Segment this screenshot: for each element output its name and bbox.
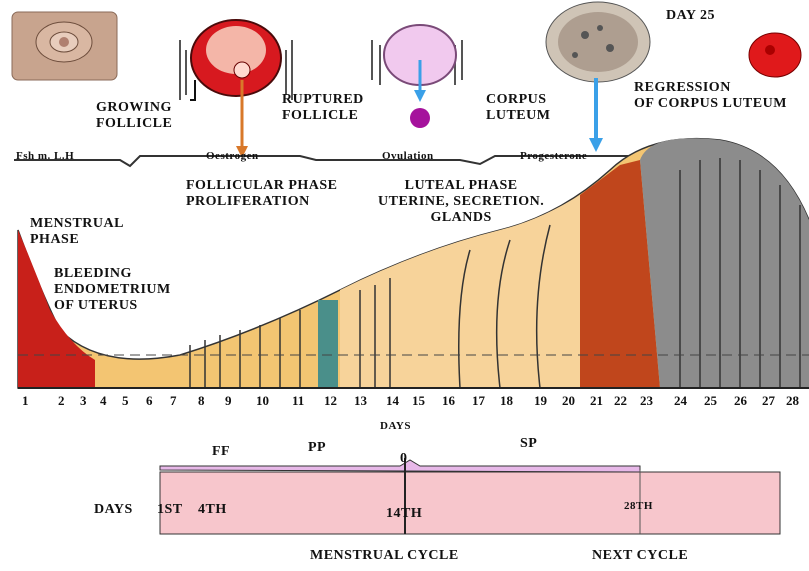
ovary-early-icon xyxy=(12,12,117,80)
ruptured-follicle-icon xyxy=(372,25,462,128)
day-tick: 15 xyxy=(412,393,425,409)
phase-o-label: 0 xyxy=(400,451,408,467)
day-tick: 16 xyxy=(442,393,455,409)
day-tick: 12 xyxy=(324,393,337,409)
progesterone-label: Progesterone xyxy=(520,150,587,163)
day-tick: 28 xyxy=(786,393,799,409)
cycle-14th-label: 14TH xyxy=(386,506,422,522)
day-tick: 24 xyxy=(674,393,687,409)
growing-follicle-label: GROWING FOLLICLE xyxy=(96,100,172,132)
day-tick: 25 xyxy=(704,393,717,409)
cycle-bar xyxy=(160,472,780,534)
day-tick: 2 xyxy=(58,393,65,409)
day-tick: 6 xyxy=(146,393,153,409)
ruptured-follicle-label: RUPTURED FOLLICLE xyxy=(282,92,364,124)
growing-follicle-icon xyxy=(180,20,292,100)
day-25-label: DAY 25 xyxy=(666,8,715,24)
follicular-phase-label: FOLLICULAR PHASE PROLIFERATION xyxy=(186,178,338,210)
corpus-luteum-icon xyxy=(546,2,650,82)
cycle-4th-label: 4TH xyxy=(198,502,227,518)
phase-ff-label: FF xyxy=(212,444,230,460)
phase-sp-label: SP xyxy=(520,436,537,452)
day-tick: 26 xyxy=(734,393,747,409)
day-tick: 3 xyxy=(80,393,87,409)
day-tick: 5 xyxy=(122,393,129,409)
cycle-1st-label: 1ST xyxy=(157,502,183,518)
cycle-days-label: DAYS xyxy=(94,502,133,518)
day-tick: 14 xyxy=(386,393,399,409)
day-tick: 21 xyxy=(590,393,603,409)
transition-band xyxy=(318,300,338,388)
ovulation-label: Ovulation xyxy=(382,150,434,163)
phase-pp-label: PP xyxy=(308,440,326,456)
day-tick: 19 xyxy=(534,393,547,409)
day-tick: 11 xyxy=(292,393,304,409)
fsh-lh-label: Fsh m. L.H xyxy=(16,150,74,163)
day-tick: 9 xyxy=(225,393,232,409)
menstrual-phase-label: MENSTRUAL PHASE xyxy=(30,216,124,248)
days-axis-title: DAYS xyxy=(380,420,411,433)
cycle-28th-label: 28TH xyxy=(624,500,653,513)
day-tick: 7 xyxy=(170,393,177,409)
day-tick: 20 xyxy=(562,393,575,409)
luteal-phase-label: LUTEAL PHASE UTERINE, SECRETION. GLANDS xyxy=(378,178,544,226)
day-tick: 8 xyxy=(198,393,205,409)
regression-label: REGRESSION OF CORPUS LUTEUM xyxy=(634,80,787,112)
bleeding-label: BLEEDING ENDOMETRIUM OF UTERUS xyxy=(54,266,171,314)
day-tick: 23 xyxy=(640,393,653,409)
corpus-luteum-label: CORPUS LUTEUM xyxy=(486,92,550,124)
day-tick: 18 xyxy=(500,393,513,409)
day-tick: 17 xyxy=(472,393,485,409)
day-tick: 10 xyxy=(256,393,269,409)
day-tick: 22 xyxy=(614,393,627,409)
oestrogen-label: Oestrogen xyxy=(206,150,259,163)
day-tick: 13 xyxy=(354,393,367,409)
day-tick: 1 xyxy=(22,393,29,409)
day-tick: 27 xyxy=(762,393,775,409)
next-cycle-label: NEXT CYCLE xyxy=(592,548,688,564)
regressing-corpus-luteum-icon xyxy=(749,33,801,77)
day-tick: 4 xyxy=(100,393,107,409)
menstrual-cycle-label: MENSTRUAL CYCLE xyxy=(310,548,459,564)
